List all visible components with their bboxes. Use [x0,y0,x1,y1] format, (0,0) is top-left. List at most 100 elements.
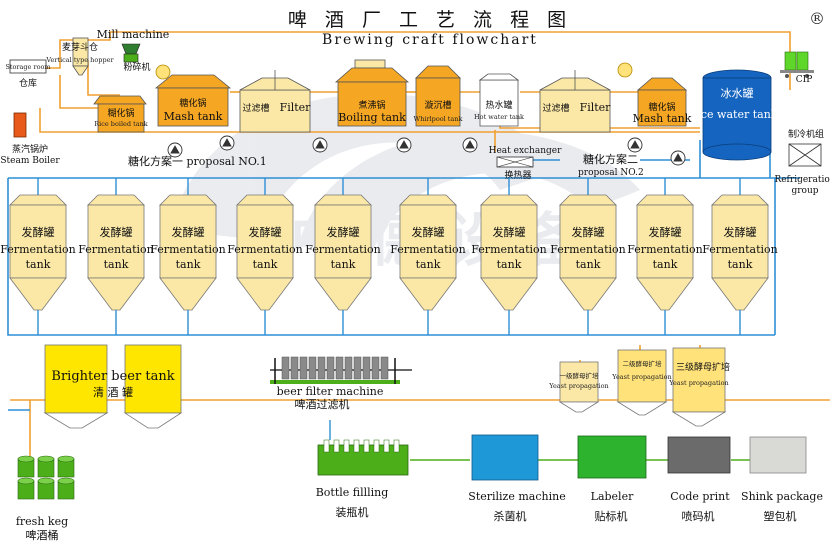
labeler-en: Labeler [591,490,634,503]
boiling-tank: 煮沸锅 Boiling tank [334,59,410,127]
fermentation-tank-en1: Fermentation [227,243,302,256]
shink-package-cn: 塑包机 [764,509,797,523]
cip-unit: CIP ® [780,9,825,85]
filler-valve [343,439,350,453]
fresh-keg-cn: 啤酒桶 [26,528,59,542]
filter-plate [308,356,317,380]
rice-tank-en: Rice boiled tank [94,120,148,128]
fresh-keg-en: fresh keg [16,515,68,528]
code-print-cn: 喷码机 [682,509,715,523]
filter-tank-2: 过滤槽 Filter [539,70,612,133]
steam-boiler-cn: 蒸汽锅炉 [12,143,48,155]
fermentation-tank-cn: 发酵罐 [22,225,55,239]
whirlpool-tank: 漩沉槽 Whirlpool tank [414,65,462,127]
steam-boiler: 蒸汽锅炉 Steam Boiler [0,112,60,166]
fermentation-tank-cn: 发酵罐 [572,225,605,239]
brighter-beer-tank: Brighter beer tank 清 酒 罐 [43,344,183,429]
hot-water-tank-en: Hot water tank [474,113,524,121]
fermentation-tank-cn: 发酵罐 [172,225,205,239]
fermentation-tank-cn: 发酵罐 [100,225,133,239]
malt-hopper: 麦芽斗仓 Vertical type hopper [45,37,114,76]
bright-tank-en: Brighter beer tank [51,369,174,384]
mash-tank-1-cn: 糖化锅 [179,97,206,109]
filler-valve [383,439,390,453]
yeast-3-en: Yeast propagation [668,379,729,387]
filter-plate [362,356,371,380]
filter-2-en: Filter [580,101,612,114]
yeast-propagation-tanks: 一级酵母扩培 Yeast propagation 二级酵母扩培 Yeast pr… [548,347,730,427]
refrig-en1: Refrigeration [774,175,830,185]
packaging-line [329,420,750,461]
keg-icon [17,455,35,478]
bottle-filling: Bottle fillling 装瓶机 [316,439,409,519]
beer-filter-machine: beer filter machine 啤酒过滤机 [270,356,412,411]
filter-plate [317,356,326,380]
sterilize-cn: 杀菌机 [494,509,527,523]
proposal-1-label: 糖化方案一 proposal NO.1 [128,154,267,168]
heat-exchanger-cn: 换热器 [504,169,531,181]
fermentation-tank-en1: Fermentation [471,243,546,256]
bottle-filling-en: Bottle fillling [316,486,389,499]
mash-tank-2: 糖化锅 Mash tank [633,77,692,127]
refrigeration-group: 制冷机组 Refrigeration group [774,128,830,196]
refrig-cn: 制冷机组 [788,128,824,140]
filler-valve [373,439,380,453]
filter-machine-cn: 啤酒过滤机 [295,397,350,411]
bright-tank-cn: 清 酒 罐 [93,386,133,399]
yeast-1-cn: 一级酵母扩培 [560,371,600,380]
sterilize-machine: Sterilize machine 杀菌机 [468,434,566,523]
filter-plate [353,356,362,380]
fermentation-tank-cn: 发酵罐 [327,225,360,239]
cold-pipes [7,140,800,411]
yeast-3-cn: 三级酵母扩培 [676,361,730,373]
filter-1-en: Filter [280,101,312,114]
filter-plate [380,356,389,380]
filter-plate [326,356,335,380]
yeast-2-cn: 二级酵母扩培 [623,359,663,368]
fermentation-tank-en2: tank [331,258,356,271]
fermentation-tank-cn: 发酵罐 [249,225,282,239]
mill-machine: Mill machine 粉碎机 [97,28,170,73]
filler-valve [353,439,360,453]
heat-exchanger: Heat exchanger 换热器 [489,146,563,181]
filter-plate [290,356,299,380]
fermentation-tank-en2: tank [416,258,441,271]
yeast-1-en: Yeast propagation [548,382,609,390]
fermentation-tank-cn: 发酵罐 [493,225,526,239]
mill-machine-label: Mill machine [97,28,170,41]
bottle-filling-cn: 装瓶机 [336,505,369,519]
keg-icon [17,477,35,500]
heat-exchanger-label: Heat exchanger [489,146,563,156]
fermentation-tank-2: 发酵罐 Fermentation tank [78,178,154,335]
mill-machine-cn: 粉碎机 [123,61,150,73]
cip-label: CIP [796,75,813,85]
filler-valve [393,439,400,453]
hot-water-tank-cn: 热水罐 [485,99,512,111]
hot-water-tank: 热水罐 Hot water tank [474,73,524,127]
fermentation-tank-en1: Fermentation [390,243,465,256]
labeler: Labeler 贴标机 [577,435,647,523]
fermentation-tank-en2: tank [653,258,678,271]
fermentation-tank-en2: tank [104,258,129,271]
fermentation-tank-en1: Fermentation [78,243,153,256]
fermentation-tank-en1: Fermentation [702,243,777,256]
filter-plate [344,356,353,380]
code-print-en: Code print [670,490,730,503]
fermentation-tanks: 发酵罐 Fermentation tank 发酵罐 Fermentation tank 发酵… [0,178,778,335]
labeler-cn: 贴标机 [595,509,628,523]
storage-room-cn: 仓库 [19,77,37,89]
malt-hopper-cn: 麦芽斗仓 [62,41,98,53]
proposal-2-cn: 糖化方案二 [583,152,638,166]
fresh-keg: fresh keg 啤酒桶 [16,455,75,542]
fermentation-tank-en2: tank [497,258,522,271]
malt-hopper-en: Vertical type hopper [45,56,114,64]
whirlpool-tank-cn: 漩沉槽 [424,99,451,111]
fermentation-tank-cn: 发酵罐 [724,225,757,239]
mash-tank-2-cn: 糖化锅 [648,101,675,113]
